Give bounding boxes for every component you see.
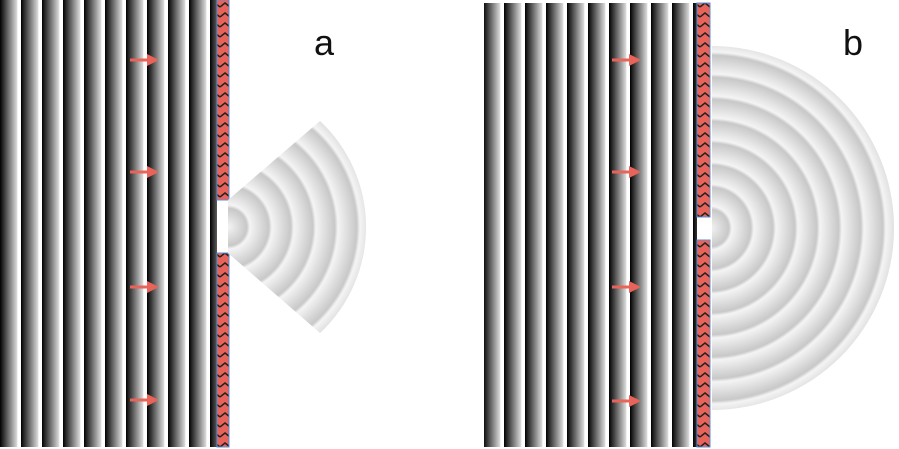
direction-arrows xyxy=(130,54,159,406)
plane-wavefronts xyxy=(0,0,217,447)
barrier-bottom xyxy=(696,239,711,448)
barrier-bottom xyxy=(216,252,230,448)
panel-b xyxy=(484,2,894,448)
barrier-top xyxy=(216,0,230,201)
panel-label-b: b xyxy=(843,22,864,63)
diffracted-wave-semicircle xyxy=(712,46,894,410)
panel-a xyxy=(0,0,367,448)
diffracted-wave-sector xyxy=(228,121,367,333)
plane-wavefronts xyxy=(484,3,697,447)
barrier-top xyxy=(696,2,711,218)
direction-arrows xyxy=(612,54,641,407)
panel-label-a: a xyxy=(314,22,335,63)
